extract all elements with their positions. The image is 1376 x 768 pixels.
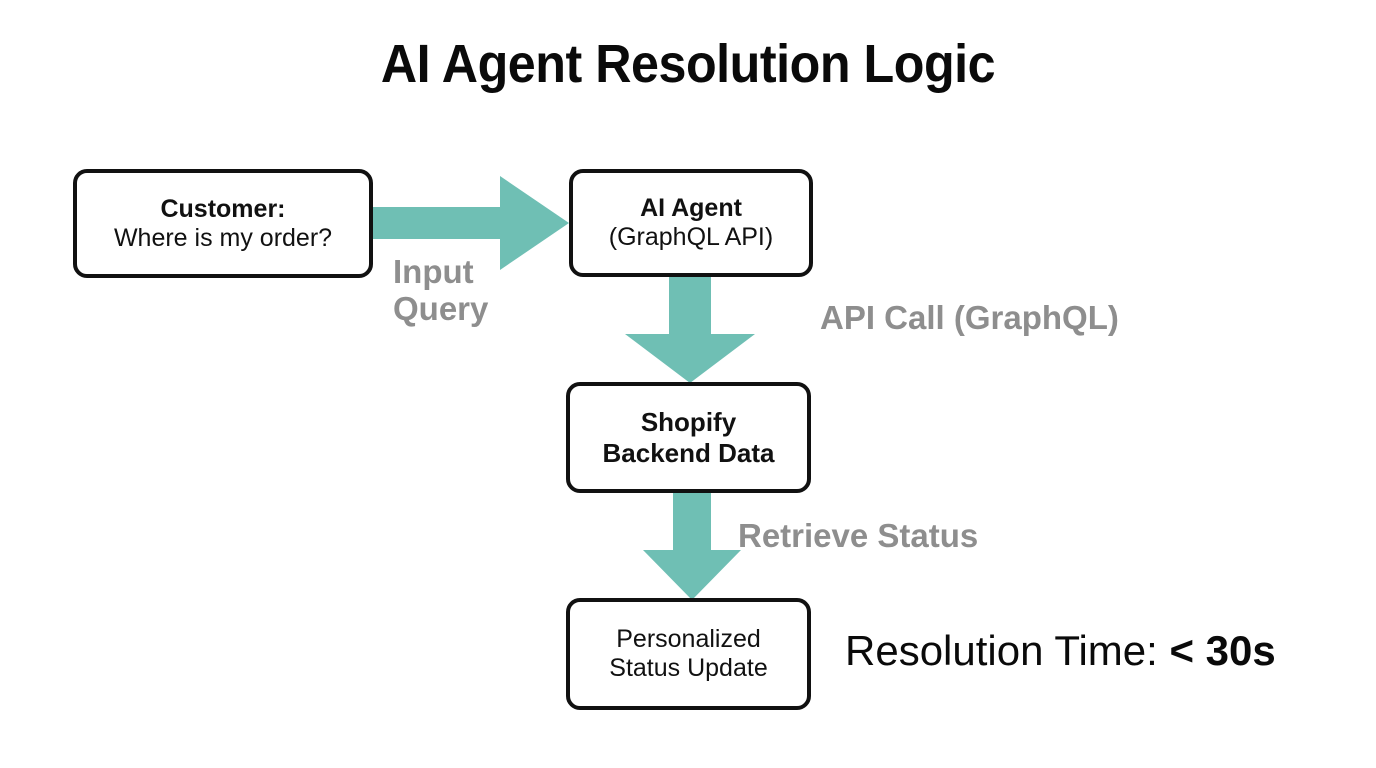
node-shopify-backend-line1: Shopify: [640, 407, 737, 438]
node-shopify-backend-line2: Backend Data: [602, 437, 775, 468]
node-customer[interactable]: Customer: Where is my order?: [73, 169, 373, 278]
node-status-update-line2: Status Update: [609, 654, 768, 682]
resolution-time-value: < 30s: [1169, 627, 1276, 674]
node-ai-agent-line2: (GraphQL API): [608, 223, 774, 251]
arrow-input-query: [372, 176, 569, 270]
node-ai-agent-line1: AI Agent: [640, 194, 742, 222]
arrow-retrieve-status: [643, 488, 741, 600]
edge-label-input-query-line2: Query: [393, 289, 489, 327]
arrow-api-call: [625, 272, 755, 383]
edge-label-retrieve-status: Retrieve Status: [738, 517, 979, 554]
page-title: AI Agent Resolution Logic: [380, 34, 996, 94]
edge-label-input-query: Input Query: [393, 253, 489, 328]
resolution-time-metric: Resolution Time: < 30s: [845, 627, 1276, 675]
node-customer-line1: Customer:: [160, 194, 286, 223]
edge-label-input-query-line1: Input: [393, 253, 474, 290]
edge-label-api-call: API Call (GraphQL): [820, 299, 1119, 336]
node-status-update-line1: Personalized: [616, 625, 761, 653]
node-shopify-backend[interactable]: Shopify Backend Data: [566, 382, 811, 493]
node-status-update[interactable]: Personalized Status Update: [566, 598, 811, 710]
node-customer-line2: Where is my order?: [113, 223, 333, 252]
resolution-time-label: Resolution Time:: [845, 627, 1170, 674]
node-ai-agent[interactable]: AI Agent (GraphQL API): [569, 169, 813, 277]
